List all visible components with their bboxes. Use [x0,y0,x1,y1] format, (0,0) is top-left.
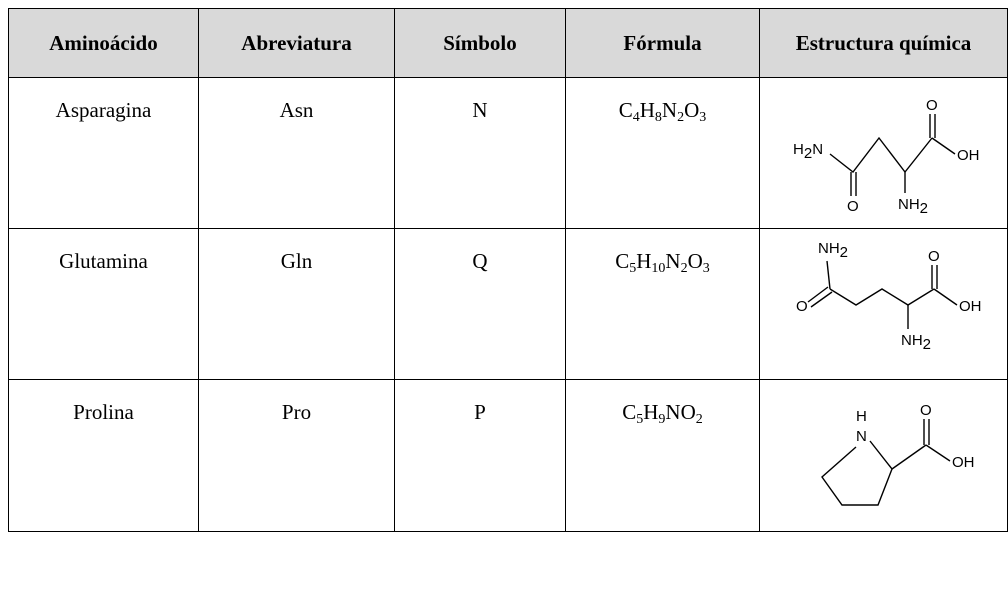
atom-label: O [847,198,859,215]
table-row: Asparagina Asn N C4H8N2O3 H2N O NH2 O [8,77,1008,229]
formula-el: H [639,98,655,122]
header-formula: Fórmula [565,8,760,78]
carbon-chain-bond [829,288,935,306]
atom-label: O [920,402,932,419]
cell-symbol: N [394,77,566,229]
atom-label: H [856,408,867,425]
atom-label: H2N [793,141,823,162]
header-estructura: Estructura química [759,8,1008,78]
atom-label: OH [957,147,980,164]
atom-label: N [856,428,867,445]
cell-structure: NH2 O NH2 O OH [759,228,1008,380]
proline-structure-diagram: H N O OH [821,402,975,506]
formula-el: H [643,400,659,424]
atom-label: O [796,298,808,315]
formula-count: 9 [658,412,666,427]
asparagine-structure-diagram: H2N O NH2 O OH [793,97,980,217]
formula-el: N [665,249,681,273]
formula-count: 10 [651,261,666,276]
atom-label: OH [959,298,982,315]
header-row: Aminoácido Abreviatura Símbolo Fórmula E… [8,8,1008,78]
pyrrolidine-ring-bond [821,440,893,506]
amino-acid-table-wrapper: Aminoácido Abreviatura Símbolo Fórmula E… [8,8,1008,532]
amide-carbonyl-bond [807,286,829,303]
atom-label: O [926,97,938,114]
cell-abbr: Asn [198,77,395,229]
formula-count: 5 [636,412,644,427]
cell-name: Prolina [8,379,199,532]
atom-label: O [928,248,940,265]
formula-count: 8 [654,110,662,125]
formula-el: N [661,98,678,122]
cell-abbr: Gln [198,228,395,380]
formula-count: 3 [702,261,710,276]
formula-count: 5 [629,261,637,276]
atom-label: NH2 [901,332,931,353]
header-abreviatura: Abreviatura [198,8,395,78]
cell-abbr: Pro [198,379,395,532]
formula-el: O [680,400,696,424]
formula-el: C [615,249,630,273]
header-aminoacido: Aminoácido [8,8,199,78]
cell-name: Glutamina [8,228,199,380]
formula-count: 2 [680,261,688,276]
formula-el: O [687,249,703,273]
formula-count: 3 [699,110,707,125]
cell-structure: H N O OH [759,379,1008,532]
atom-label: NH2 [818,240,848,261]
glutamine-structure-diagram: NH2 O NH2 O OH [796,240,982,353]
carboxyl-bond [891,443,927,470]
formula-el: C [622,400,637,424]
hydroxyl-bond [933,288,958,306]
formula-count: 4 [632,110,640,125]
hydroxyl-bond [931,137,956,155]
table-row: Glutamina Gln Q C5H10N2O3 NH2 O NH2 [8,228,1008,380]
cell-formula: C5H10N2O3 [565,228,760,380]
table-row: Prolina Pro P C5H9NO2 H N O OH [8,379,1008,532]
cell-formula: C5H9NO2 [565,379,760,532]
cell-formula: C4H8N2O3 [565,77,760,229]
cell-symbol: Q [394,228,566,380]
formula-el: H [636,249,652,273]
amide-n-bond [826,260,831,290]
atom-label: OH [952,454,975,471]
header-simbolo: Símbolo [394,8,566,78]
formula-el: N [665,400,681,424]
amino-acid-table: Aminoácido Abreviatura Símbolo Fórmula E… [8,8,1008,532]
cell-structure: H2N O NH2 O OH [759,77,1008,229]
carbon-chain-bond [829,136,933,174]
amide-carbonyl-bond [810,291,833,308]
formula-el: O [684,98,700,122]
atom-label: NH2 [898,196,928,217]
hydroxyl-bond [925,443,951,462]
cell-symbol: P [394,379,566,532]
formula-el: C [618,98,633,122]
cell-name: Asparagina [8,77,199,229]
formula-count: 2 [695,412,703,427]
formula-count: 2 [677,110,685,125]
